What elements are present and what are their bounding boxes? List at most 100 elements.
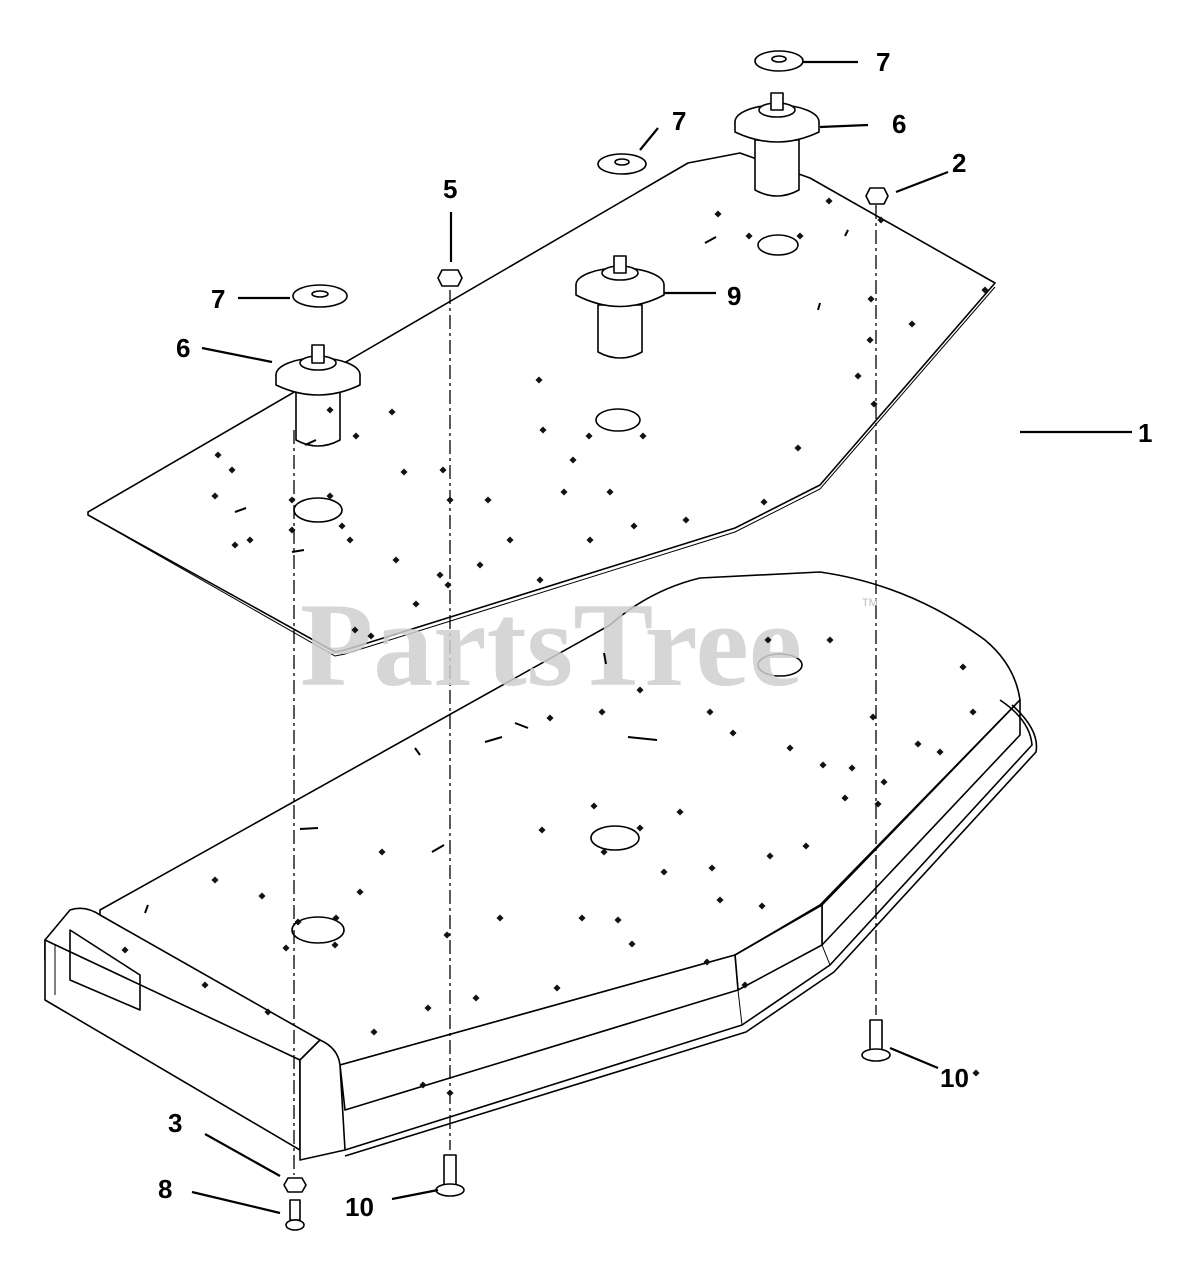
mounting-hole (825, 197, 833, 205)
mounting-hole (758, 902, 766, 910)
mounting-hole (972, 1069, 980, 1077)
mounting-hole (630, 522, 638, 530)
mounting-hole (351, 626, 359, 634)
mounting-hole (446, 1089, 454, 1097)
deck-top-plate (87, 152, 996, 657)
mounting-hole (436, 571, 444, 579)
spindle-assembly-right (734, 92, 820, 197)
mounting-hole (908, 320, 916, 328)
mounting-slot (704, 236, 717, 244)
mounting-hole (288, 496, 296, 504)
mounting-hole (794, 444, 802, 452)
washer-left (292, 284, 348, 308)
leader-lines (191, 60, 1132, 1215)
mounting-hole (585, 432, 593, 440)
mounting-hole (936, 748, 944, 756)
mounting-hole (706, 708, 714, 716)
mounting-hole (569, 456, 577, 464)
mounting-hole (264, 1008, 272, 1016)
mounting-hole (682, 516, 690, 524)
mounting-hole (676, 808, 684, 816)
bolt-part-10-right (861, 1019, 891, 1062)
mounting-hole (586, 536, 594, 544)
mounting-hole (708, 864, 716, 872)
mounting-hole (326, 492, 334, 500)
mounting-slot (234, 507, 247, 513)
mounting-hole (716, 896, 724, 904)
mounting-hole (636, 686, 644, 694)
mounting-hole (606, 488, 614, 496)
mounting-hole (760, 498, 768, 506)
mounting-hole (338, 522, 346, 530)
callout-6-left: 6 (176, 333, 190, 363)
washer-top (754, 50, 804, 72)
mounting-hole (786, 744, 794, 752)
mounting-hole (866, 336, 874, 344)
mounting-slot (144, 904, 149, 914)
callout-labels: 1 2 3 5 6 6 7 7 7 8 9 10 10 (158, 47, 1152, 1222)
mounting-hole (614, 916, 622, 924)
mounting-hole (378, 848, 386, 856)
bolt-part-8 (285, 1199, 305, 1231)
mounting-slot (514, 722, 529, 729)
mounting-slot (431, 844, 445, 853)
mounting-slot (291, 549, 305, 553)
mounting-hole (870, 400, 878, 408)
mounting-hole (854, 372, 862, 380)
mounting-hole (628, 940, 636, 948)
nut-part-3 (283, 1177, 307, 1193)
mounting-hole (869, 713, 877, 721)
watermark-trademark: TM (862, 597, 878, 609)
mounting-slot (603, 652, 607, 665)
mounting-hole (729, 729, 737, 737)
callout-9: 9 (727, 281, 741, 311)
mounting-hole (211, 876, 219, 884)
mounting-hole (506, 536, 514, 544)
callout-3: 3 (168, 1108, 182, 1138)
spindle-assembly-center (575, 255, 665, 359)
callout-2: 2 (952, 148, 966, 178)
mounting-hole (841, 794, 849, 802)
mounting-hole (282, 944, 290, 952)
mounting-slot (414, 747, 421, 756)
mounting-hole (660, 868, 668, 876)
mounting-hole (424, 1004, 432, 1012)
mounting-hole (444, 581, 452, 589)
mounting-hole (246, 536, 254, 544)
mounting-hole (914, 740, 922, 748)
mounting-hole (332, 914, 340, 922)
mounting-slot (817, 302, 821, 311)
mounting-hole (600, 848, 608, 856)
mounting-hole (802, 842, 810, 850)
mounting-hole (874, 800, 882, 808)
mounting-hole (201, 981, 209, 989)
mounting-hole (826, 636, 834, 644)
mounting-hole (211, 492, 219, 500)
mounting-hole (538, 826, 546, 834)
mounting-hole (636, 824, 644, 832)
mounting-hole (981, 286, 989, 294)
mounting-hole (288, 526, 296, 534)
nut-part-5 (437, 269, 463, 287)
mounting-hole (228, 466, 236, 474)
mounting-hole (766, 852, 774, 860)
mounting-hole (553, 984, 561, 992)
mounting-hole (639, 432, 647, 440)
mounting-hole (546, 714, 554, 722)
mounting-hole (484, 496, 492, 504)
mounting-holes (121, 197, 989, 1097)
mounting-hole (745, 232, 753, 240)
mounting-hole (590, 802, 598, 810)
mounting-hole (231, 541, 239, 549)
mounting-hole (741, 981, 749, 989)
mounting-hole (400, 468, 408, 476)
mounting-hole (258, 892, 266, 900)
callout-1: 1 (1138, 418, 1152, 448)
washer-center (597, 153, 647, 175)
mounting-hole (819, 761, 827, 769)
mounting-hole (412, 600, 420, 608)
callout-5: 5 (443, 174, 457, 204)
mounting-hole (214, 451, 222, 459)
mounting-hole (848, 764, 856, 772)
